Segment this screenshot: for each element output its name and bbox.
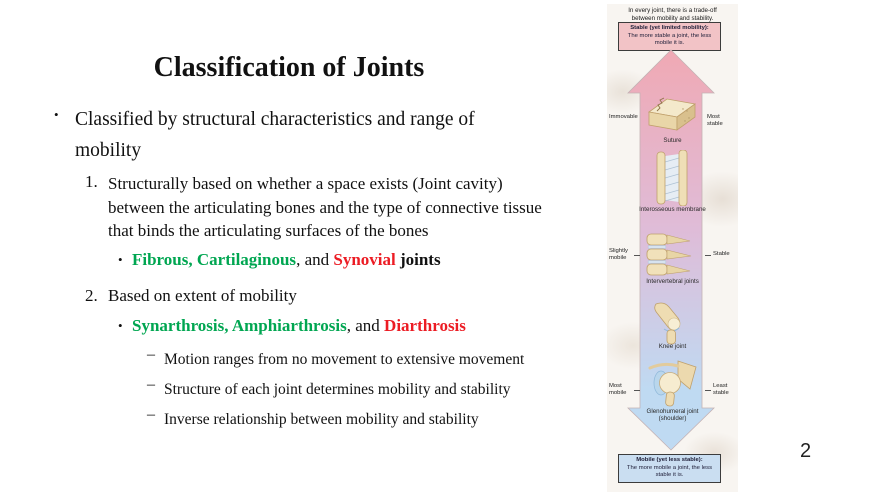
bullet-level1: Classified by structural characteristics…	[75, 109, 475, 161]
mobility-types-line: Synarthrosis, Amphiarthrosis, and Diarth…	[132, 316, 466, 336]
intervertebral-joints-label: Intervertebral joints	[646, 278, 699, 285]
numbered-item-2-text: Based on extent of mobility	[108, 286, 297, 305]
dash-bullet-icon: –	[147, 376, 155, 393]
suture-illustration	[648, 97, 696, 131]
mobility-stability-figure: In every joint, there is a trade-off bet…	[607, 4, 738, 492]
leader-line	[634, 255, 640, 256]
joints-suffix: joints	[395, 250, 441, 269]
interosseous-membrane-illustration	[656, 150, 688, 206]
green-term-synarthrosis-amphiarthrosis: Synarthrosis, Amphiarthrosis	[132, 316, 347, 335]
leader-line	[705, 390, 711, 391]
mobile-box-body: The more mobile a joint, the less stable…	[626, 464, 713, 479]
glenohumeral-joint-label: Glenohumeral joint (shoulder)	[646, 408, 699, 423]
stable-box-title: Stable (yet limited mobility):	[630, 25, 709, 31]
least-stable-label: Least stable	[713, 383, 729, 397]
green-term-fibrous-cartilaginous: Fibrous, Cartilaginous	[132, 250, 297, 269]
numbered-item-1-number: 1.	[85, 172, 98, 191]
glenohumeral-joint-illustration	[648, 360, 697, 407]
intervertebral-joints-illustration	[646, 233, 692, 276]
mobility-gradient-arrow	[627, 49, 715, 451]
figure-caption: In every joint, there is a trade-off bet…	[628, 7, 717, 23]
dash-item-structure: Structure of each joint determines mobil…	[164, 381, 511, 398]
stable-box-body: The more stable a joint, the less mobile…	[627, 32, 712, 47]
leader-line	[705, 255, 711, 256]
bullet-dot-icon: •	[54, 107, 59, 122]
page-title: Classification of Joints	[153, 51, 425, 83]
numbered-item-1-text: Structurally based on whether a space ex…	[108, 174, 542, 240]
structural-types-line: Fibrous, Cartilaginous, and Synovial joi…	[132, 250, 441, 270]
dash-bullet-icon: –	[147, 406, 155, 423]
mobile-callout-box: Mobile (yet less stable): The more mobil…	[618, 454, 721, 484]
leader-line	[634, 390, 640, 391]
most-mobile-label: Most mobile	[609, 383, 627, 397]
numbered-item-2-number: 2.	[85, 286, 98, 305]
dash-item-inverse: Inverse relationship between mobility an…	[164, 411, 479, 428]
bullet-dot-icon: •	[118, 252, 123, 267]
slide-number: 2	[800, 440, 812, 462]
connector-text: , and	[296, 250, 334, 269]
knee-joint-label: Knee joint	[658, 343, 687, 350]
red-term-synovial: Synovial	[333, 250, 396, 269]
mobile-box-title: Mobile (yet less stable):	[636, 457, 703, 463]
bullet-dot-icon: •	[118, 318, 123, 333]
connector-text: , and	[346, 316, 385, 335]
slightly-mobile-label: Slightly mobile	[609, 248, 628, 262]
stable-callout-box: Stable (yet limited mobility): The more …	[618, 22, 721, 52]
interosseous-membrane-label: Interosseous membrane	[639, 206, 706, 213]
dash-item-motion: Motion ranges from no movement to extens…	[164, 351, 525, 368]
suture-label: Suture	[663, 137, 682, 144]
red-term-diarthrosis: Diarthrosis	[384, 316, 466, 335]
most-stable-label: Most stable	[707, 114, 723, 128]
dash-bullet-icon: –	[147, 346, 155, 363]
knee-joint-illustration	[654, 302, 681, 345]
immovable-label: Immovable	[609, 114, 638, 120]
stable-label: Stable	[713, 251, 730, 257]
